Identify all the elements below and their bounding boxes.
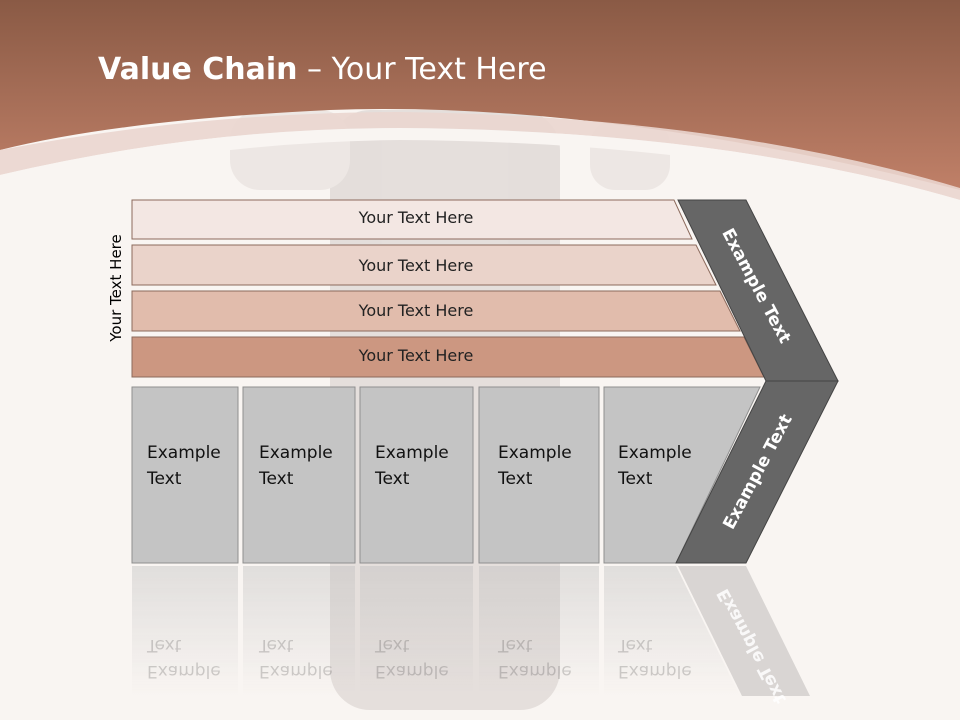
box-2-line1: Example bbox=[259, 443, 333, 463]
header-curve bbox=[0, 112, 960, 200]
reflection-group bbox=[132, 566, 810, 696]
box-5-line1: Example bbox=[618, 443, 692, 463]
box-4-label: Example Text bbox=[498, 440, 572, 492]
header-curve-inner bbox=[0, 128, 960, 210]
box-5-reflection-line2: Text bbox=[618, 635, 653, 655]
box-4-reflection: Example Text bbox=[498, 632, 572, 684]
box-2-reflection-line1: Example bbox=[259, 661, 333, 681]
box-1-label: Example Text bbox=[147, 440, 221, 492]
row-2-label: Your Text Here bbox=[358, 256, 474, 275]
row-1-label: Your Text Here bbox=[358, 208, 474, 227]
box-3-label: Example Text bbox=[375, 440, 449, 492]
box-2-line2: Text bbox=[259, 469, 294, 489]
box-5-label: Example Text bbox=[618, 440, 692, 492]
row-3-label: Your Text Here bbox=[358, 301, 474, 320]
box-5-line2: Text bbox=[618, 469, 653, 489]
box-5-reflection: Example Text bbox=[618, 632, 692, 684]
box-1-line1: Example bbox=[147, 443, 221, 463]
box-3-line2: Text bbox=[375, 469, 410, 489]
row-4-label: Your Text Here bbox=[358, 346, 474, 365]
box-4-shape bbox=[478, 386, 600, 564]
slide-title: Value Chain – Your Text Here bbox=[98, 52, 547, 87]
title-bold: Value Chain bbox=[98, 52, 298, 87]
box-2-shape bbox=[242, 386, 356, 564]
box-3-reflection-line2: Text bbox=[375, 635, 410, 655]
box-4-line2: Text bbox=[498, 469, 533, 489]
box-4-reflection-line2: Text bbox=[498, 635, 533, 655]
box-2-label: Example Text bbox=[259, 440, 333, 492]
box-3-reflection-line1: Example bbox=[375, 661, 449, 681]
box-1-shape bbox=[131, 386, 239, 564]
box-2-reflection: Example Text bbox=[259, 632, 333, 684]
title-rest: – Your Text Here bbox=[297, 52, 547, 87]
box-3-shape bbox=[359, 386, 474, 564]
box-1-line2: Text bbox=[147, 469, 182, 489]
box-1-reflection: Example Text bbox=[147, 632, 221, 684]
row-3-shape bbox=[131, 290, 741, 332]
row-2-shape bbox=[131, 244, 717, 286]
header-band bbox=[0, 0, 960, 190]
box-5-reflection-line1: Example bbox=[618, 661, 692, 681]
box-1-reflection-line1: Example bbox=[147, 661, 221, 681]
chevron-bottom-shape bbox=[675, 380, 839, 564]
box-4-line1: Example bbox=[498, 443, 572, 463]
row-1-shape bbox=[131, 199, 693, 240]
box-3-line1: Example bbox=[375, 443, 449, 463]
box-4-reflection-line1: Example bbox=[498, 661, 572, 681]
box-2-reflection-line2: Text bbox=[259, 635, 294, 655]
box-3-reflection: Example Text bbox=[375, 632, 449, 684]
box-1-reflection-line2: Text bbox=[147, 635, 182, 655]
